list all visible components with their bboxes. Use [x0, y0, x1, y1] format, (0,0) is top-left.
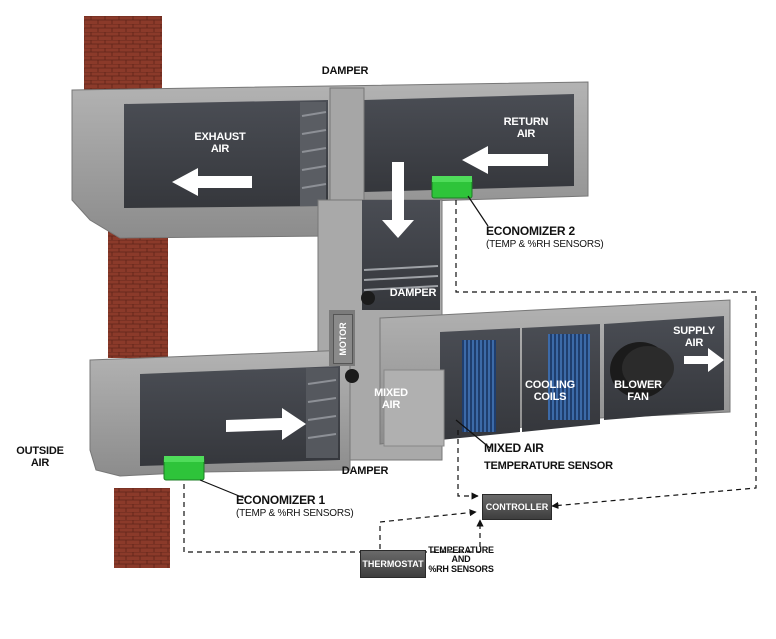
mixed-air-line1: MIXED — [374, 387, 408, 399]
exhaust-air-label: EXHAUST AIR — [180, 131, 260, 155]
air-handler-unit — [379, 299, 731, 447]
mixed-air-sensor-line2: TEMPERATURE SENSOR — [484, 459, 613, 472]
cooling-coils-line1: COOLING — [525, 379, 575, 391]
temp-rh-line2: AND — [451, 554, 471, 565]
economizer1-label: ECONOMIZER 1 (TEMP & %RH SENSORS) — [236, 492, 386, 519]
brick-wall-middle — [108, 230, 168, 358]
return-air-line2: AIR — [516, 127, 536, 140]
outside-air-line1: OUTSIDE — [16, 445, 64, 457]
motor-label-box: MOTOR — [333, 314, 353, 364]
brick-wall-top — [84, 16, 162, 102]
economizer1-sub: (TEMP & %RH SENSORS) — [236, 507, 354, 519]
mixed-air-label: MIXED AIR — [366, 387, 416, 411]
outside-air-line2: AIR — [30, 456, 50, 469]
mixed-air-sensor-label: MIXED AIR TEMPERATURE SENSOR — [484, 440, 634, 474]
damper-bottom-label: DAMPER — [341, 465, 389, 477]
controller-box: CONTROLLER — [482, 494, 552, 520]
economizer1-sensor — [163, 456, 205, 481]
flow-arrows — [172, 146, 724, 440]
economizer2-sensor — [431, 176, 473, 199]
exhaust-air-line1: EXHAUST — [194, 131, 246, 143]
return-air-label: RETURN AIR — [486, 116, 566, 140]
economizer1-title: ECONOMIZER 1 — [236, 493, 325, 507]
controller-label: CONTROLLER — [485, 502, 549, 512]
temp-rh-line3: %RH SENSORS — [428, 563, 494, 574]
economizer2-sub: (TEMP & %RH SENSORS) — [486, 238, 604, 250]
brick-wall-bottom — [114, 488, 170, 568]
blower-fan-line1: BLOWER — [614, 379, 662, 391]
lower-duct — [89, 349, 359, 477]
blower-fan-line2: FAN — [627, 390, 649, 403]
damper-top-label: DAMPER — [321, 65, 369, 77]
leader-lines — [199, 195, 491, 499]
supply-air-line1: SUPPLY — [673, 325, 715, 337]
motor-label: MOTOR — [338, 322, 348, 356]
economizer2-title: ECONOMIZER 2 — [486, 224, 575, 238]
mixed-air-sensor-line1: MIXED AIR — [484, 441, 544, 455]
damper-mid-label: DAMPER — [389, 287, 437, 299]
thermostat-box: THERMOSTAT — [360, 550, 426, 578]
economizer2-label: ECONOMIZER 2 (TEMP & %RH SENSORS) — [486, 223, 636, 250]
supply-air-label: SUPPLY AIR — [664, 325, 724, 349]
return-air-line1: RETURN — [503, 116, 549, 128]
exhaust-air-line2: AIR — [210, 142, 230, 155]
temp-rh-label: TEMPERATURE AND %RH SENSORS — [426, 545, 496, 574]
temp-rh-line1: TEMPERATURE — [428, 545, 494, 555]
outside-air-label: OUTSIDE AIR — [8, 445, 72, 469]
blower-fan-label: BLOWER FAN — [608, 379, 668, 403]
signal-wiring — [183, 200, 757, 558]
mixed-air-line2: AIR — [381, 398, 401, 411]
thermostat-label: THERMOSTAT — [362, 559, 424, 569]
supply-air-line2: AIR — [684, 336, 704, 349]
cooling-coils-line2: COILS — [533, 390, 567, 403]
cooling-coils-label: COOLING COILS — [520, 379, 580, 403]
